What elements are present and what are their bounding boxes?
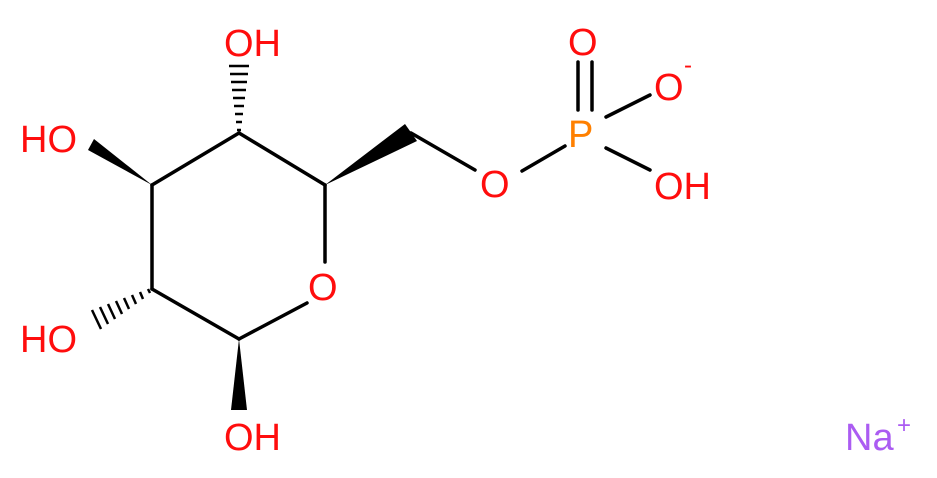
bond-p-ominus [604,93,652,119]
atom-ester-oxygen: O [480,164,510,206]
wedge-bonds [88,124,417,410]
wedge-c5-c6 [325,124,417,185]
atom-labels: OH HO HO OH O O P O O - OH Na + [20,22,911,459]
sodium-symbol: Na [845,417,894,459]
bond-c3-c4 [150,131,241,187]
atom-ring-oxygen: O [308,267,338,309]
hash-c4-oh [229,64,249,132]
atom-ho-c3: HO [20,119,77,161]
charge-minus: - [684,52,692,79]
atom-oh-c4: OH [224,23,281,65]
atom-p-oxygen-minus: O [654,67,684,109]
atom-p-double-oxygen: O [568,22,598,64]
bond-c6-esterO [409,131,477,172]
atom-oh-c1: OH [224,417,281,459]
charge-plus: + [897,412,911,439]
atom-phosphorus: P [568,114,593,156]
atom-p-hydroxyl: OH [654,166,711,208]
bond-p-oh [604,146,652,172]
atom-ho-c2: HO [20,319,77,361]
hashed-bonds [90,64,249,330]
hash-c2-oh [90,288,152,330]
bond-esterO-p [520,144,567,173]
bond-c1-c2 [150,287,241,341]
bond-c4-c5 [237,131,327,187]
wedge-c1-oh [231,339,247,410]
ring-bonds [150,60,652,341]
bond-ringO-c1 [237,301,309,341]
wedge-c3-oh [88,139,152,185]
